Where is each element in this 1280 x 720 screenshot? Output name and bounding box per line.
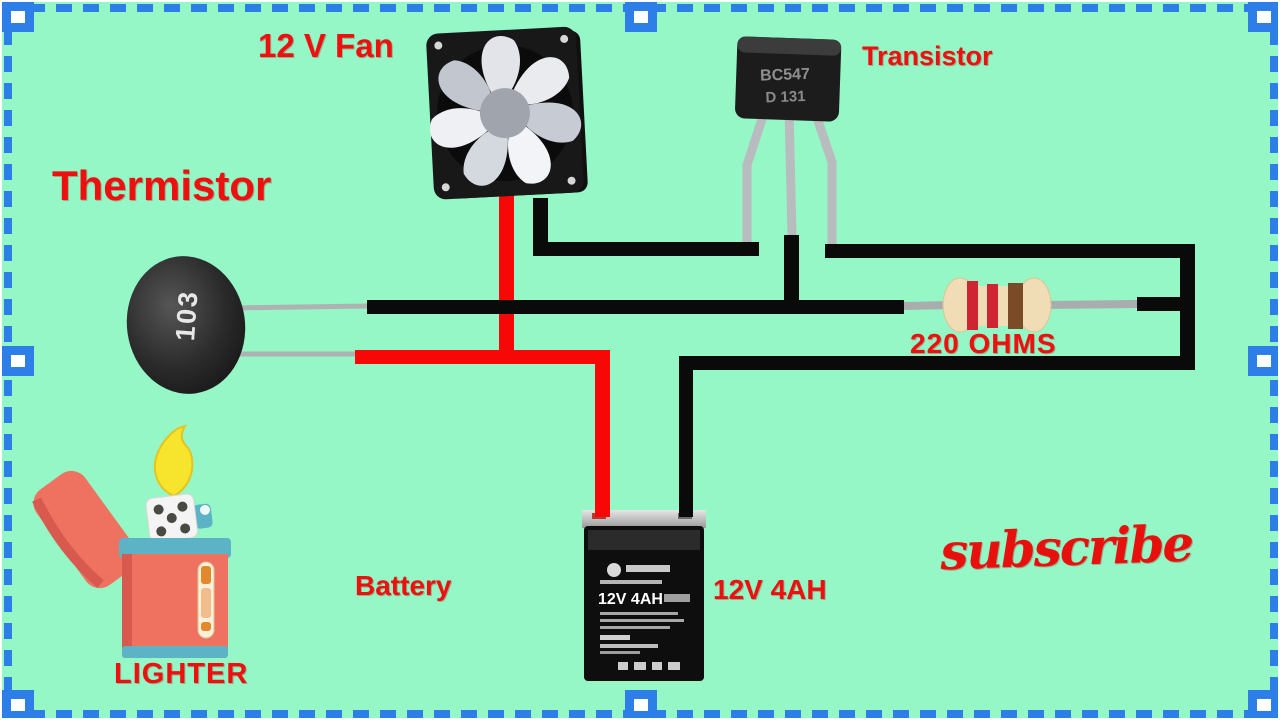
fan-blades xyxy=(430,35,582,186)
subscribe-watermark: subscribe xyxy=(939,513,1194,582)
resistor-label: 220 OHMS xyxy=(910,328,1057,359)
transistor-image: BC547 D 131 xyxy=(735,36,842,252)
transistor-body xyxy=(735,36,842,122)
wire-fan-negative-vertical xyxy=(533,198,548,256)
wire-fan-positive-vertical xyxy=(499,195,514,364)
wire-transistor-base-stub xyxy=(784,235,799,314)
transistor-marking-1: BC547 xyxy=(760,66,810,85)
marquee-handle-top-right xyxy=(1248,2,1278,32)
resistor-band-brown xyxy=(1008,283,1023,329)
resistor-band-red-1 xyxy=(967,281,978,330)
striker-dots xyxy=(153,501,191,537)
marquee-handle-top-middle xyxy=(625,2,657,32)
transistor-label: Transistor xyxy=(862,41,993,71)
battery-label-text: Battery xyxy=(355,570,452,601)
wire-resistor-right-stub xyxy=(1137,297,1185,311)
wire-thermistor-positive-horizontal xyxy=(355,350,610,364)
battery-label: 12V 4AH xyxy=(598,563,690,670)
marquee-handle-left-middle xyxy=(2,346,34,376)
wire-right-vertical xyxy=(1180,244,1195,370)
lighter-striker xyxy=(145,493,213,543)
transistor-legs xyxy=(742,105,837,252)
transistor-marking-2: D 131 xyxy=(765,88,806,106)
battery-image: 12V 4AH xyxy=(582,510,706,681)
battery-top-cap xyxy=(582,510,706,528)
battery-body-sheen xyxy=(588,530,700,550)
marquee-handle-right-middle xyxy=(1248,346,1278,376)
lighter-body xyxy=(119,538,231,658)
resistor-body xyxy=(942,277,1052,333)
fan-label: 12 V Fan xyxy=(258,27,394,64)
fan-screw-holes xyxy=(434,34,576,192)
fan-image xyxy=(426,26,588,200)
thermistor-marking: 103 xyxy=(170,289,203,342)
marquee-handle-bottom-left xyxy=(2,690,34,718)
thermistor-legs xyxy=(229,303,371,357)
wire-battery-negative-vertical xyxy=(679,356,693,517)
lighter-image xyxy=(32,424,231,658)
thermistor-label: Thermistor xyxy=(52,162,272,209)
wire-thermistor-to-resistor-horizontal xyxy=(367,300,904,314)
lighter-fuel-window xyxy=(197,561,215,639)
lighter-flame xyxy=(154,424,194,498)
marquee-handle-top-left xyxy=(2,2,34,32)
resistor-band-red-2 xyxy=(987,284,998,328)
thermistor-disc xyxy=(126,256,246,394)
wire-transistor-to-right-horizontal xyxy=(825,244,1195,258)
thermistor-image: 103 xyxy=(126,256,371,394)
transistor-body-top-sheen xyxy=(737,36,842,56)
lighter-label: LIGHTER xyxy=(114,658,249,690)
battery-label-rating-text: 12V 4AH xyxy=(598,591,663,608)
wire-bottom-negative-horizontal xyxy=(679,356,1195,370)
marquee-handle-bottom-middle xyxy=(625,690,657,718)
lighter-lid xyxy=(32,470,138,589)
resistor-image xyxy=(903,277,1138,333)
wire-fan-to-transistor-horizontal xyxy=(533,242,759,256)
wire-battery-positive-vertical xyxy=(595,350,610,517)
battery-rating-label: 12V 4AH xyxy=(713,574,827,605)
fan-hub xyxy=(479,88,530,139)
marquee-handle-bottom-right xyxy=(1248,690,1278,718)
